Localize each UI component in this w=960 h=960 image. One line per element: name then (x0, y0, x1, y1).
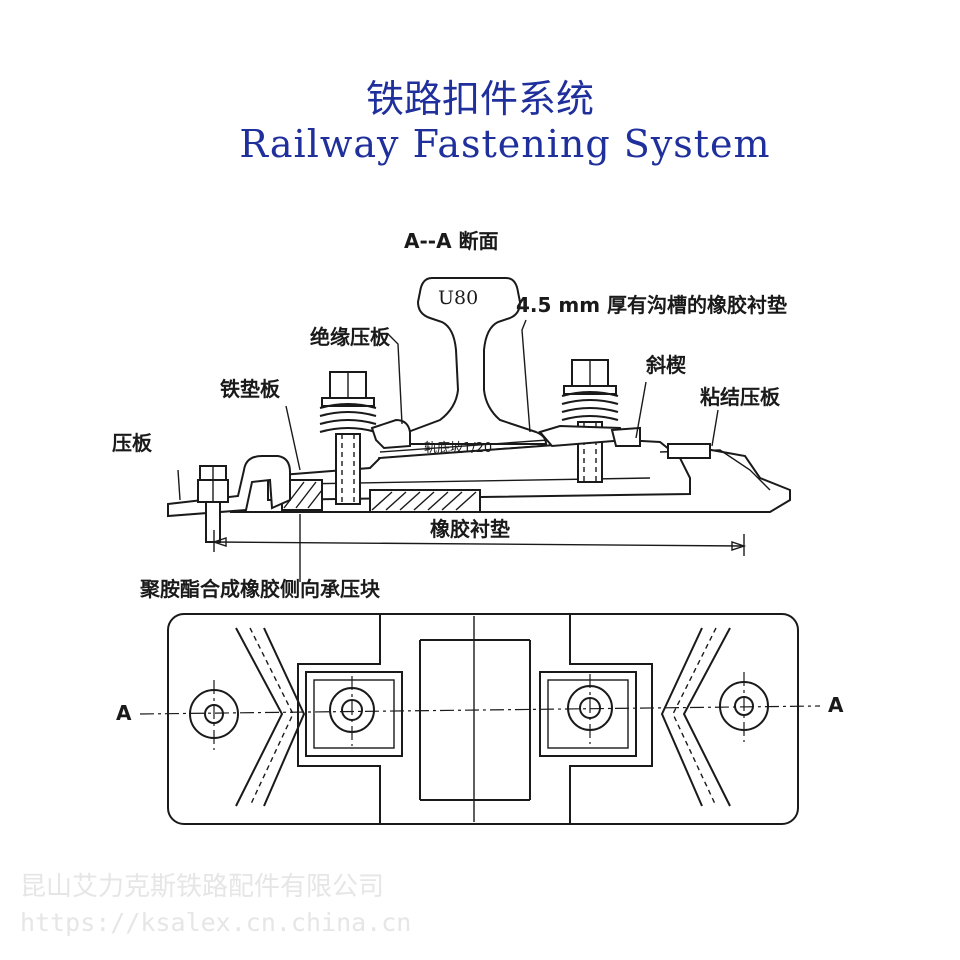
bonded-clamp-label: 粘结压板 (700, 385, 781, 409)
title-english: Railway Fastening System (239, 122, 771, 166)
rail-type-label: U80 (438, 287, 478, 309)
wedge-label: 斜楔 (645, 353, 686, 377)
hole-centerlines (213, 672, 745, 750)
plan-right-chevron (660, 627, 731, 807)
plan-rail-seat (419, 639, 531, 801)
bonded-clamp-block (667, 443, 711, 459)
rail-cant-label: 轨底坡1/20 (424, 440, 492, 456)
clamp-bolt (197, 465, 229, 543)
lateral-block-hatch (283, 481, 323, 509)
plan-left-chevron-dash (249, 627, 294, 807)
rubber-pad-label: 橡胶衬垫 (430, 517, 510, 541)
plan-right-a-label: A (828, 693, 844, 717)
title-chinese: 铁路扣件系统 (365, 77, 594, 121)
pad-top-line (379, 439, 549, 453)
lateral-block-label: 聚胺酯合成橡胶侧向承压块 (139, 577, 381, 601)
section-line-a-a (139, 705, 821, 715)
wedge (610, 426, 641, 447)
plan-right-chevron-dash (672, 627, 717, 807)
rail-profile (396, 277, 548, 445)
plan-left-pocket (305, 671, 403, 757)
section-view: A--A 断面 U80 4.5 mm 厚有沟槽的橡胶衬垫 绝缘压板 铁垫板 斜楔… (112, 229, 791, 601)
iron-tie-plate-label: 铁垫板 (220, 377, 281, 401)
section-label: A--A 断面 (404, 229, 499, 253)
plan-view: A A (116, 613, 844, 825)
left-bolt-assembly (319, 371, 377, 505)
insulating-clamp-label: 绝缘压板 (310, 325, 391, 349)
clamp-plate-label: 压板 (112, 431, 153, 455)
watermark-company: 昆山艾力克斯铁路配件有限公司 (20, 872, 385, 902)
plan-left-chevron (235, 627, 306, 807)
grooved-pad-label: 4.5 mm 厚有沟槽的橡胶衬垫 (516, 293, 787, 317)
dimension-line (211, 530, 747, 556)
plan-right-pocket (539, 671, 637, 757)
plan-center-region (297, 614, 653, 824)
leader-lines (177, 319, 719, 582)
plan-outline (167, 613, 799, 825)
plan-left-a-label: A (116, 701, 132, 725)
rubber-pad-hatch (371, 491, 477, 511)
watermark-url: https://ksalex.cn.china.cn (20, 908, 412, 937)
insulating-clamp (370, 418, 411, 450)
